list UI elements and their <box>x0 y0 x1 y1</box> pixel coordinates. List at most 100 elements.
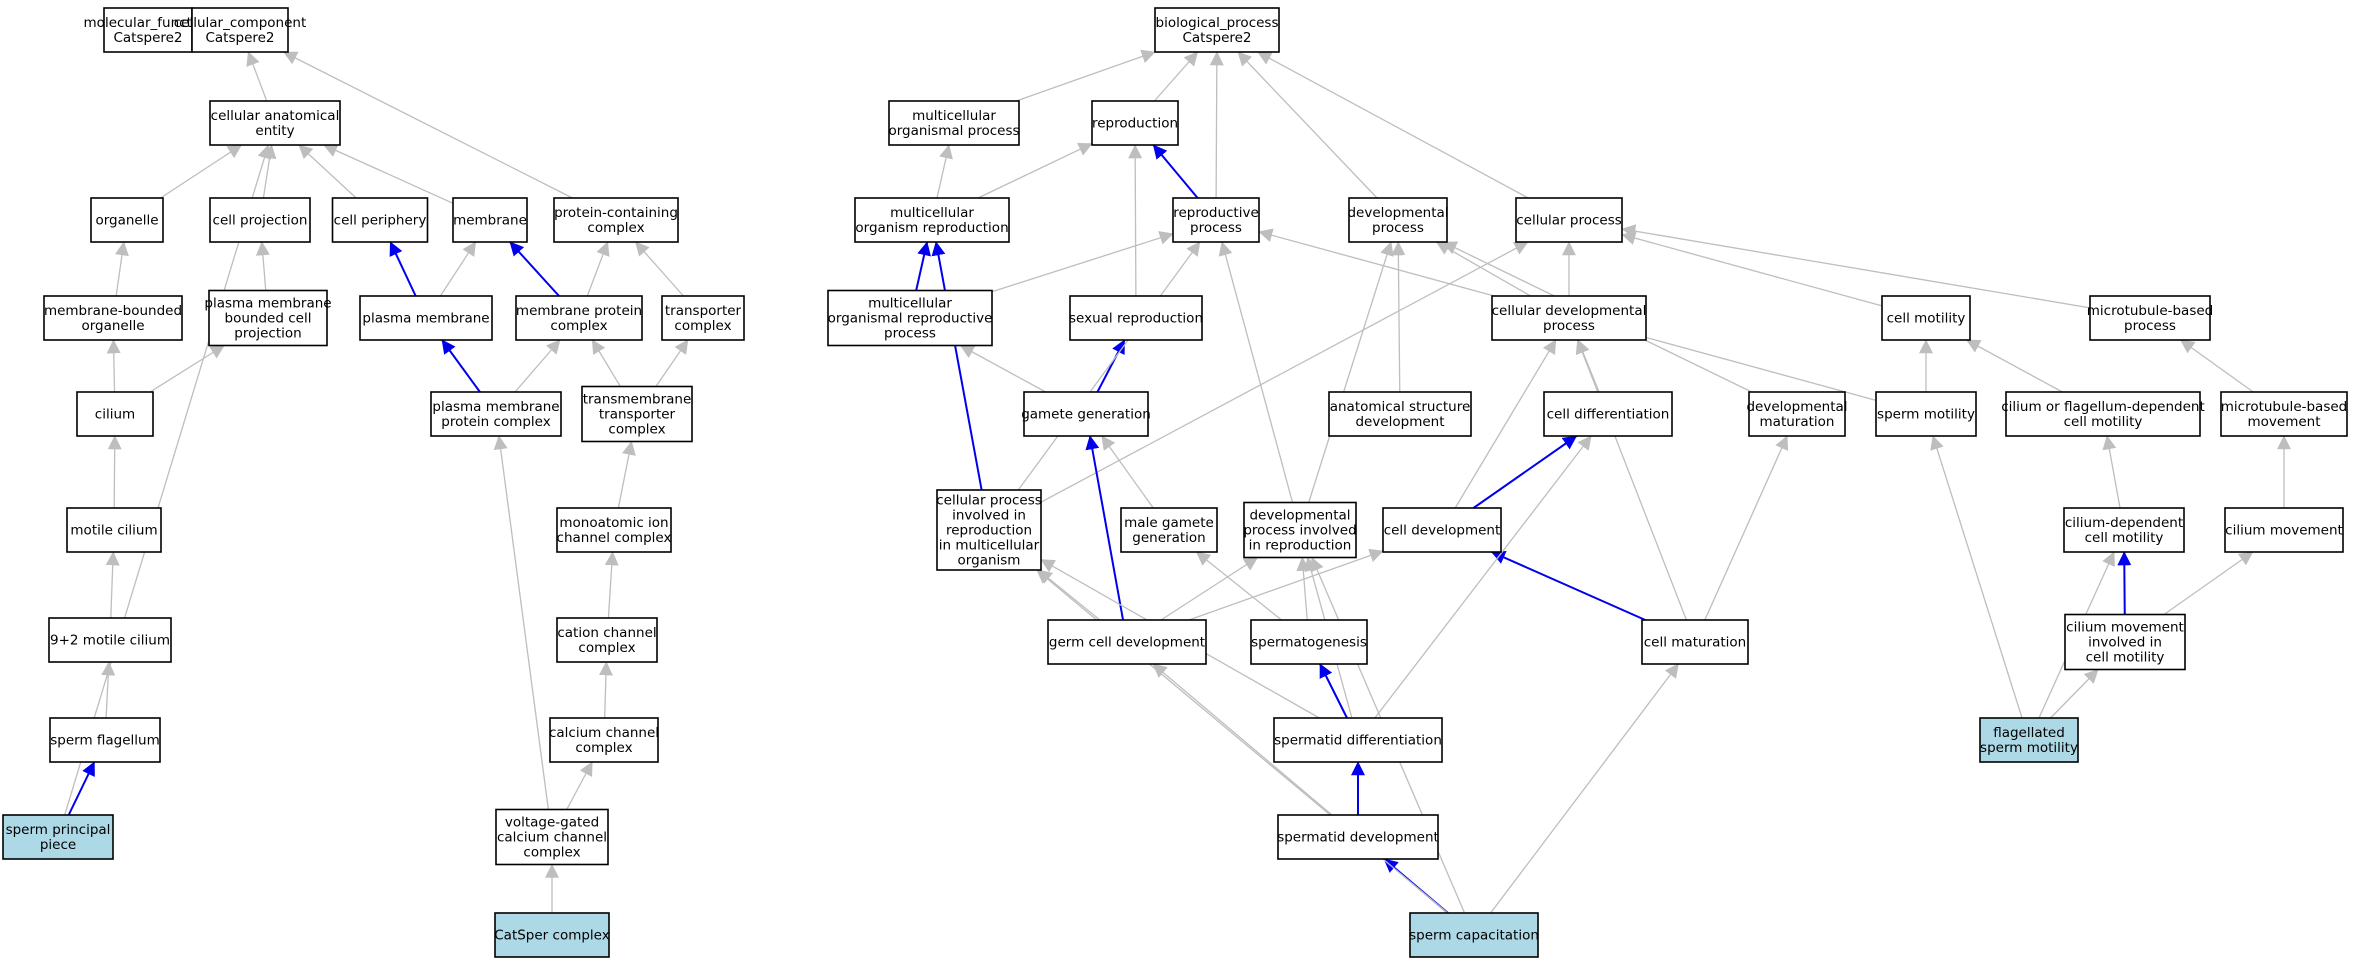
node-label-line: sperm principal <box>6 822 111 838</box>
edge-sexual_repro-to-reproduction <box>1128 144 1143 297</box>
node-box <box>661 295 745 341</box>
go-term-node-germ-dev[interactable]: germ cell development <box>1047 619 1207 665</box>
edge-transporter_cx-to-pcc <box>635 241 684 297</box>
node-label-line: multicellular <box>868 296 952 312</box>
node-label-line: cilium <box>95 407 135 423</box>
go-term-node-spermatid-diff[interactable]: spermatid differentiation <box>1273 717 1443 763</box>
go-term-node-spermatid-dev[interactable]: spermatid development <box>1277 814 1439 860</box>
go-term-node-sexual-repro[interactable]: sexual reproduction <box>1069 295 1203 341</box>
go-term-node-reproduction[interactable]: reproduction <box>1091 100 1179 146</box>
go-term-node-cell-periph[interactable]: cell periphery <box>331 197 429 243</box>
go-term-node-gamete-gen[interactable]: gamete generation <box>1021 391 1151 437</box>
node-box <box>1881 295 1971 341</box>
node-box <box>1748 391 1846 437</box>
node-label-line: cell motility <box>1887 311 1966 327</box>
go-term-node-plasma-mem[interactable]: plasma membrane <box>359 295 493 341</box>
go-term-node-catsper[interactable]: CatSper complex <box>494 912 610 958</box>
node-label-line: microtubule-based <box>2087 303 2214 319</box>
node-label-line: molecular_function <box>84 15 213 31</box>
edge-male_gamete-to-gamete_gen <box>1101 435 1154 509</box>
go-term-node-cell-motility[interactable]: cell motility <box>1881 295 1971 341</box>
go-term-node-motile-cilium[interactable]: motile cilium <box>66 507 162 553</box>
edge-cdp-to-dev_proc <box>1435 241 1531 297</box>
node-label-line: cilium movement <box>2066 620 2184 636</box>
go-term-node-spermatogenesis[interactable]: spermatogenesis <box>1250 619 1368 665</box>
edge-sperm_flag-to-nine_two <box>101 661 116 719</box>
node-box <box>2220 391 2348 437</box>
edge-layer <box>64 49 2291 914</box>
edge-pcc-to-cc_root <box>282 51 573 199</box>
go-term-node-sperm-motility[interactable]: sperm motility <box>1875 391 1977 437</box>
go-term-node-sperm-cap[interactable]: sperm capacitation <box>1409 912 1539 958</box>
node-label-line: complex <box>575 740 632 756</box>
edge-spp-to-sperm_flag <box>67 761 96 816</box>
go-term-node-cell-mat[interactable]: cell maturation <box>1641 619 1749 665</box>
node-label-line: bounded cell <box>225 311 312 327</box>
node-label-line: complex <box>578 640 635 656</box>
edge-flag_sperm-to-sperm_motility <box>1930 435 2023 719</box>
edge-mor-to-mop <box>936 144 953 199</box>
node-label-line: complex <box>608 422 665 438</box>
node-label-line: sexual reproduction <box>1069 311 1203 327</box>
edge-membrane-to-cae <box>323 144 454 204</box>
node-label-line: motile cilium <box>70 523 157 539</box>
node-label-line: process <box>1543 318 1595 334</box>
node-label-line: process <box>884 326 936 342</box>
node-box <box>1875 391 1977 437</box>
node-label-line: biological_process <box>1156 15 1279 31</box>
go-term-node-nine-two[interactable]: 9+2 motile cilium <box>48 617 172 663</box>
go-term-node-cilium-move[interactable]: cilium movement <box>2224 507 2344 553</box>
node-box <box>854 197 1010 243</box>
go-term-node-cell-diff[interactable]: cell differentiation <box>1543 391 1673 437</box>
node-label-line: germ cell development <box>1049 635 1205 651</box>
go-term-node-cell-proc[interactable]: cellular process <box>1515 197 1623 243</box>
go-term-node-sperm-flag[interactable]: sperm flagellum <box>49 717 161 763</box>
node-layer: molecular_functionCatspere2cellular_comp… <box>2 7 2348 958</box>
go-term-node-membrane[interactable]: membrane <box>452 197 528 243</box>
node-label-line: projection <box>234 326 301 342</box>
node-label-line: complex <box>587 220 644 236</box>
go-term-node-cell-proj[interactable]: cell projection <box>209 197 311 243</box>
node-box <box>90 197 164 243</box>
edge-pmpc-to-mpc <box>514 339 561 393</box>
node-box <box>1409 912 1539 958</box>
go-term-node-cell-dev[interactable]: cell development <box>1382 507 1502 553</box>
go-term-node-organelle[interactable]: organelle <box>90 197 164 243</box>
edge-cell_periph-to-cae <box>298 144 357 199</box>
go-term-node-cilium[interactable]: cilium <box>76 391 154 437</box>
edge-cell_proc-to-bp_root <box>1257 51 1529 199</box>
node-label-line: protein-containing <box>554 205 678 221</box>
